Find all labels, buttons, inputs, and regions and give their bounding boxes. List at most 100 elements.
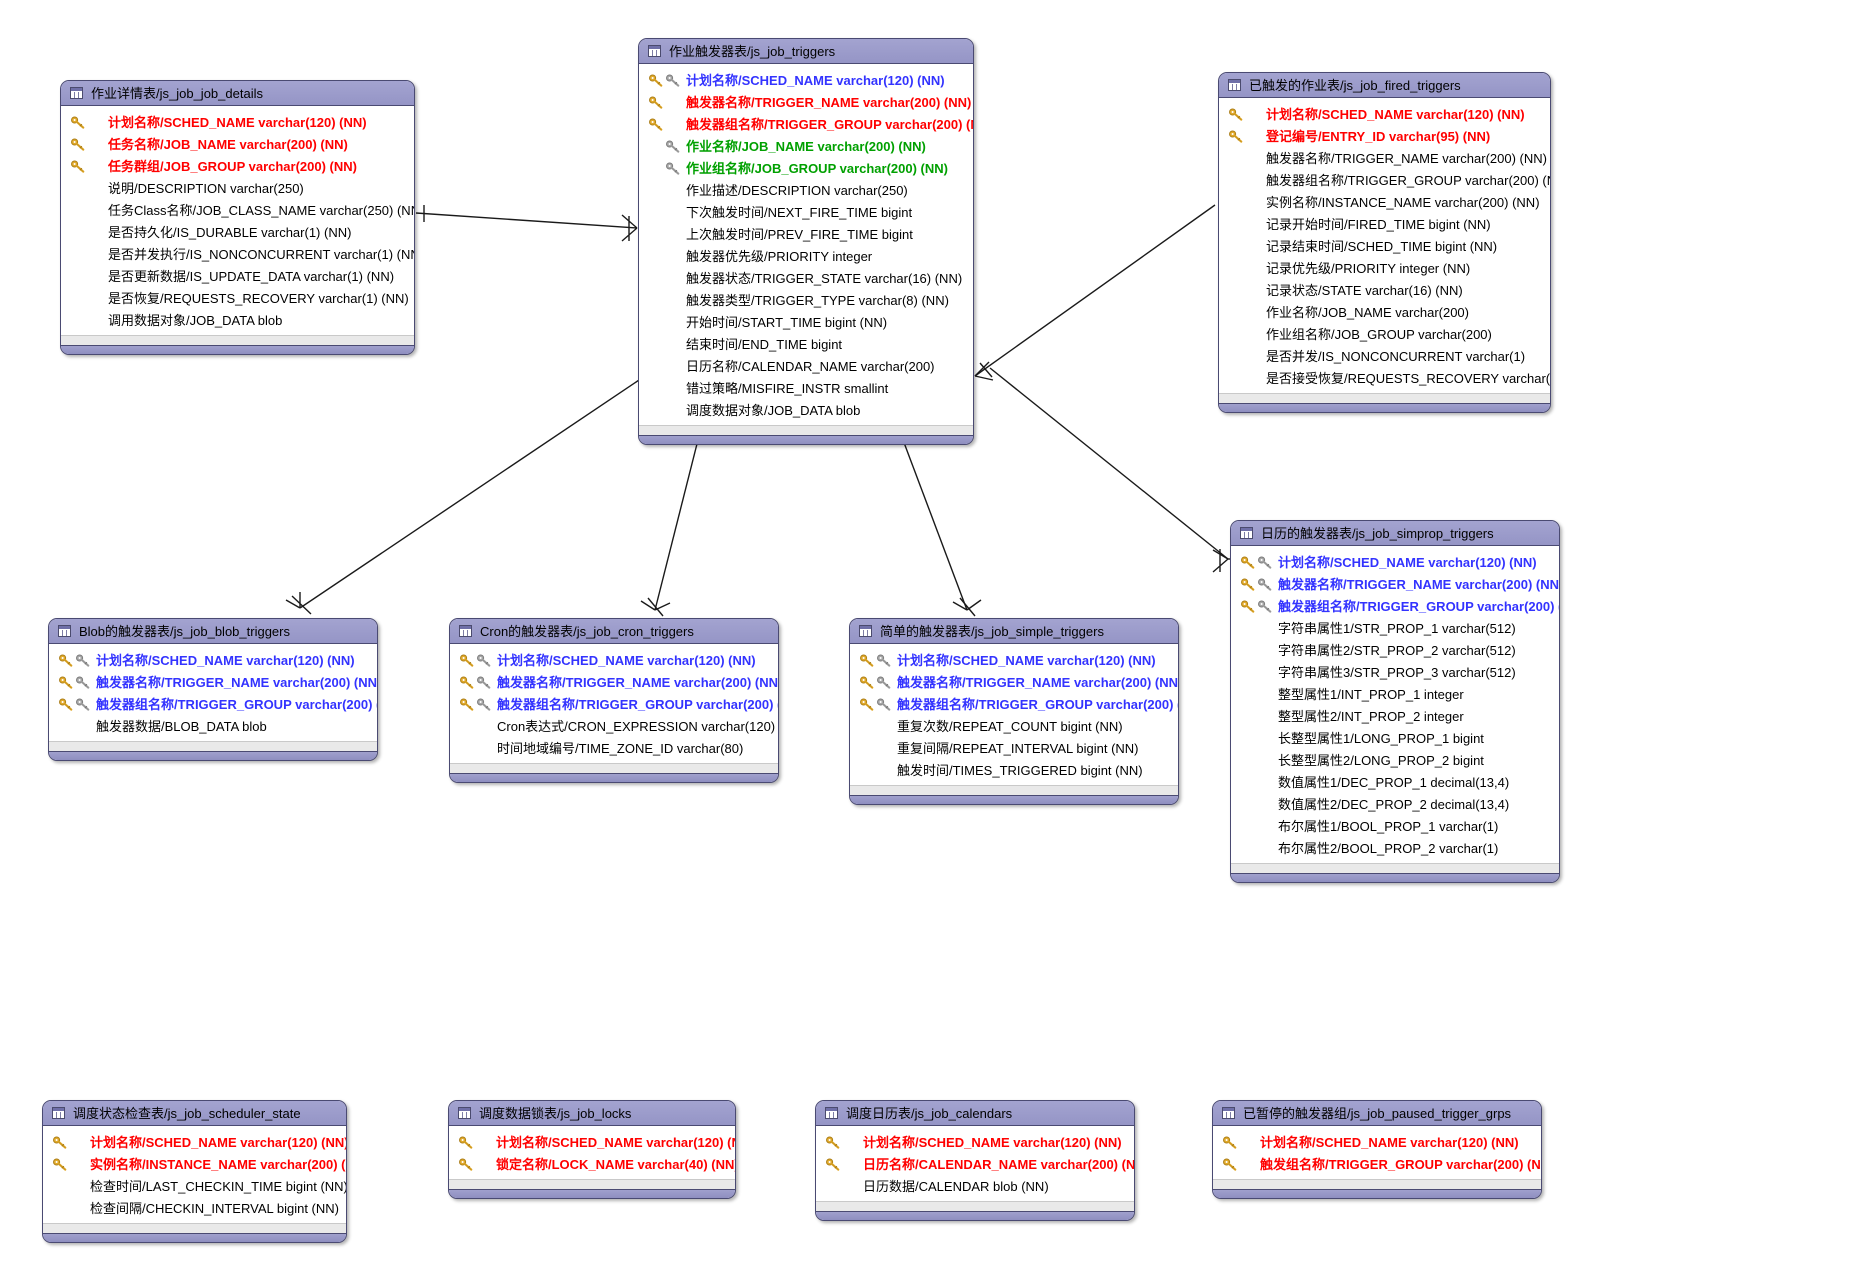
field-row[interactable]: 触发器名称/TRIGGER_NAME varchar(200) (NN) — [1231, 573, 1559, 595]
field-row[interactable]: 计划名称/SCHED_NAME varchar(120) (NN) — [449, 1131, 735, 1153]
field-row[interactable]: 作业名称/JOB_NAME varchar(200) — [1219, 301, 1550, 323]
entity-header-job_details[interactable]: 作业详情表/js_job_job_details — [61, 81, 414, 106]
field-row[interactable]: 说明/DESCRIPTION varchar(250) — [61, 177, 414, 199]
field-row[interactable]: 触发组名称/TRIGGER_GROUP varchar(200) (NN) — [1213, 1153, 1541, 1175]
field-row[interactable]: 日历名称/CALENDAR_NAME varchar(200) (NN) — [816, 1153, 1134, 1175]
field-row[interactable]: 计划名称/SCHED_NAME varchar(120) (NN) — [61, 111, 414, 133]
field-row[interactable]: 触发器组名称/TRIGGER_GROUP varchar(200) (NN) — [450, 693, 778, 715]
field-row[interactable]: 上次触发时间/PREV_FIRE_TIME bigint — [639, 223, 973, 245]
field-row[interactable]: 触发器名称/TRIGGER_NAME varchar(200) (NN) — [850, 671, 1178, 693]
field-row[interactable]: 是否并发执行/IS_NONCONCURRENT varchar(1) (NN) — [61, 243, 414, 265]
field-row[interactable]: 触发器名称/TRIGGER_NAME varchar(200) (NN) — [639, 91, 973, 113]
field-row[interactable]: 触发器组名称/TRIGGER_GROUP varchar(200) (NN) — [1219, 169, 1550, 191]
field-row[interactable]: 触发器优先级/PRIORITY integer — [639, 245, 973, 267]
entity-header-simple_triggers[interactable]: 简单的触发器表/js_job_simple_triggers — [850, 619, 1178, 644]
field-row[interactable]: 是否恢复/REQUESTS_RECOVERY varchar(1) (NN) — [61, 287, 414, 309]
field-row[interactable]: 实例名称/INSTANCE_NAME varchar(200) (NN) — [1219, 191, 1550, 213]
field-row[interactable]: 记录状态/STATE varchar(16) (NN) — [1219, 279, 1550, 301]
entity-header-paused_trigger_grps[interactable]: 已暂停的触发器组/js_job_paused_trigger_grps — [1213, 1101, 1541, 1126]
entity-job_triggers[interactable]: 作业触发器表/js_job_triggers 计划名称/SCHED_NAME va… — [638, 38, 974, 445]
field-row[interactable]: 下次触发时间/NEXT_FIRE_TIME bigint — [639, 201, 973, 223]
field-row[interactable]: 时间地域编号/TIME_ZONE_ID varchar(80) — [450, 737, 778, 759]
field-row[interactable]: 字符串属性2/STR_PROP_2 varchar(512) — [1231, 639, 1559, 661]
field-row[interactable]: 长整型属性1/LONG_PROP_1 bigint — [1231, 727, 1559, 749]
entity-header-blob_triggers[interactable]: Blob的触发器表/js_job_blob_triggers — [49, 619, 377, 644]
entity-locks[interactable]: 调度数据锁表/js_job_locks 计划名称/SCHED_NAME varch… — [448, 1100, 736, 1199]
field-row[interactable]: 开始时间/START_TIME bigint (NN) — [639, 311, 973, 333]
entity-scheduler_state[interactable]: 调度状态检查表/js_job_scheduler_state 计划名称/SCHED… — [42, 1100, 347, 1243]
field-row[interactable]: 记录开始时间/FIRED_TIME bigint (NN) — [1219, 213, 1550, 235]
entity-simple_triggers[interactable]: 简单的触发器表/js_job_simple_triggers 计划名称/SCHED… — [849, 618, 1179, 805]
field-row[interactable]: 记录结束时间/SCHED_TIME bigint (NN) — [1219, 235, 1550, 257]
field-row[interactable]: 锁定名称/LOCK_NAME varchar(40) (NN) — [449, 1153, 735, 1175]
field-row[interactable]: 触发器数据/BLOB_DATA blob — [49, 715, 377, 737]
field-row[interactable]: 计划名称/SCHED_NAME varchar(120) (NN) — [639, 69, 973, 91]
entity-header-scheduler_state[interactable]: 调度状态检查表/js_job_scheduler_state — [43, 1101, 346, 1126]
field-row[interactable]: 任务群组/JOB_GROUP varchar(200) (NN) — [61, 155, 414, 177]
field-row[interactable]: 计划名称/SCHED_NAME varchar(120) (NN) — [816, 1131, 1134, 1153]
field-row[interactable]: 触发器组名称/TRIGGER_GROUP varchar(200) (NN) — [850, 693, 1178, 715]
field-row[interactable]: 记录优先级/PRIORITY integer (NN) — [1219, 257, 1550, 279]
field-row[interactable]: 触发器组名称/TRIGGER_GROUP varchar(200) (NN) — [49, 693, 377, 715]
entity-header-cron_triggers[interactable]: Cron的触发器表/js_job_cron_triggers — [450, 619, 778, 644]
field-row[interactable]: 检查间隔/CHECKIN_INTERVAL bigint (NN) — [43, 1197, 346, 1219]
field-row[interactable]: 是否更新数据/IS_UPDATE_DATA varchar(1) (NN) — [61, 265, 414, 287]
entity-header-fired_triggers[interactable]: 已触发的作业表/js_job_fired_triggers — [1219, 73, 1550, 98]
field-row[interactable]: 是否持久化/IS_DURABLE varchar(1) (NN) — [61, 221, 414, 243]
field-row[interactable]: 日历数据/CALENDAR blob (NN) — [816, 1175, 1134, 1197]
entity-fired_triggers[interactable]: 已触发的作业表/js_job_fired_triggers 计划名称/SCHED_… — [1218, 72, 1551, 413]
field-row[interactable]: 整型属性1/INT_PROP_1 integer — [1231, 683, 1559, 705]
field-row[interactable]: 是否并发/IS_NONCONCURRENT varchar(1) — [1219, 345, 1550, 367]
field-row[interactable]: 计划名称/SCHED_NAME varchar(120) (NN) — [450, 649, 778, 671]
entity-simprop_triggers[interactable]: 日历的触发器表/js_job_simprop_triggers 计划名称/SCHE… — [1230, 520, 1560, 883]
field-row[interactable]: 作业组名称/JOB_GROUP varchar(200) — [1219, 323, 1550, 345]
field-row[interactable]: 计划名称/SCHED_NAME varchar(120) (NN) — [1231, 551, 1559, 573]
field-row[interactable]: 触发器名称/TRIGGER_NAME varchar(200) (NN) — [49, 671, 377, 693]
field-row[interactable]: 数值属性1/DEC_PROP_1 decimal(13,4) — [1231, 771, 1559, 793]
entity-paused_trigger_grps[interactable]: 已暂停的触发器组/js_job_paused_trigger_grps 计划名称/… — [1212, 1100, 1542, 1199]
entity-header-locks[interactable]: 调度数据锁表/js_job_locks — [449, 1101, 735, 1126]
field-row[interactable]: 计划名称/SCHED_NAME varchar(120) (NN) — [1219, 103, 1550, 125]
field-row[interactable]: 调用数据对象/JOB_DATA blob — [61, 309, 414, 331]
field-row[interactable]: 触发时间/TIMES_TRIGGERED bigint (NN) — [850, 759, 1178, 781]
entity-cron_triggers[interactable]: Cron的触发器表/js_job_cron_triggers 计划名称/SCHED… — [449, 618, 779, 783]
field-row[interactable]: 计划名称/SCHED_NAME varchar(120) (NN) — [49, 649, 377, 671]
field-row[interactable]: 计划名称/SCHED_NAME varchar(120) (NN) — [43, 1131, 346, 1153]
entity-header-simprop_triggers[interactable]: 日历的触发器表/js_job_simprop_triggers — [1231, 521, 1559, 546]
field-row[interactable]: 任务名称/JOB_NAME varchar(200) (NN) — [61, 133, 414, 155]
entity-header-job_triggers[interactable]: 作业触发器表/js_job_triggers — [639, 39, 973, 64]
entity-job_details[interactable]: 作业详情表/js_job_job_details 计划名称/SCHED_NAME … — [60, 80, 415, 355]
field-row[interactable]: 布尔属性2/BOOL_PROP_2 varchar(1) — [1231, 837, 1559, 859]
entity-blob_triggers[interactable]: Blob的触发器表/js_job_blob_triggers 计划名称/SCHED… — [48, 618, 378, 761]
field-row[interactable]: 触发器名称/TRIGGER_NAME varchar(200) (NN) — [1219, 147, 1550, 169]
field-row[interactable]: 长整型属性2/LONG_PROP_2 bigint — [1231, 749, 1559, 771]
field-row[interactable]: 触发器组名称/TRIGGER_GROUP varchar(200) (NN) — [1231, 595, 1559, 617]
field-row[interactable]: 字符串属性3/STR_PROP_3 varchar(512) — [1231, 661, 1559, 683]
field-row[interactable]: Cron表达式/CRON_EXPRESSION varchar(120) (NN… — [450, 715, 778, 737]
field-row[interactable]: 数值属性2/DEC_PROP_2 decimal(13,4) — [1231, 793, 1559, 815]
entity-header-calendars[interactable]: 调度日历表/js_job_calendars — [816, 1101, 1134, 1126]
field-row[interactable]: 布尔属性1/BOOL_PROP_1 varchar(1) — [1231, 815, 1559, 837]
field-row[interactable]: 检查时间/LAST_CHECKIN_TIME bigint (NN) — [43, 1175, 346, 1197]
field-row[interactable]: 字符串属性1/STR_PROP_1 varchar(512) — [1231, 617, 1559, 639]
entity-calendars[interactable]: 调度日历表/js_job_calendars 计划名称/SCHED_NAME va… — [815, 1100, 1135, 1221]
field-row[interactable]: 登记编号/ENTRY_ID varchar(95) (NN) — [1219, 125, 1550, 147]
field-row[interactable]: 实例名称/INSTANCE_NAME varchar(200) (NN) — [43, 1153, 346, 1175]
field-row[interactable]: 作业名称/JOB_NAME varchar(200) (NN) — [639, 135, 973, 157]
field-row[interactable]: 计划名称/SCHED_NAME varchar(120) (NN) — [850, 649, 1178, 671]
field-row[interactable]: 任务Class名称/JOB_CLASS_NAME varchar(250) (N… — [61, 199, 414, 221]
field-row[interactable]: 重复次数/REPEAT_COUNT bigint (NN) — [850, 715, 1178, 737]
field-row[interactable]: 计划名称/SCHED_NAME varchar(120) (NN) — [1213, 1131, 1541, 1153]
field-row[interactable]: 触发器类型/TRIGGER_TYPE varchar(8) (NN) — [639, 289, 973, 311]
field-row[interactable]: 日历名称/CALENDAR_NAME varchar(200) — [639, 355, 973, 377]
field-row[interactable]: 整型属性2/INT_PROP_2 integer — [1231, 705, 1559, 727]
field-row[interactable]: 作业组名称/JOB_GROUP varchar(200) (NN) — [639, 157, 973, 179]
field-row[interactable]: 是否接受恢复/REQUESTS_RECOVERY varchar(1) — [1219, 367, 1550, 389]
field-row[interactable]: 触发器状态/TRIGGER_STATE varchar(16) (NN) — [639, 267, 973, 289]
field-row[interactable]: 作业描述/DESCRIPTION varchar(250) — [639, 179, 973, 201]
field-row[interactable]: 触发器组名称/TRIGGER_GROUP varchar(200) (NN) — [639, 113, 973, 135]
field-row[interactable]: 触发器名称/TRIGGER_NAME varchar(200) (NN) — [450, 671, 778, 693]
field-row[interactable]: 调度数据对象/JOB_DATA blob — [639, 399, 973, 421]
field-row[interactable]: 结束时间/END_TIME bigint — [639, 333, 973, 355]
field-row[interactable]: 错过策略/MISFIRE_INSTR smallint — [639, 377, 973, 399]
